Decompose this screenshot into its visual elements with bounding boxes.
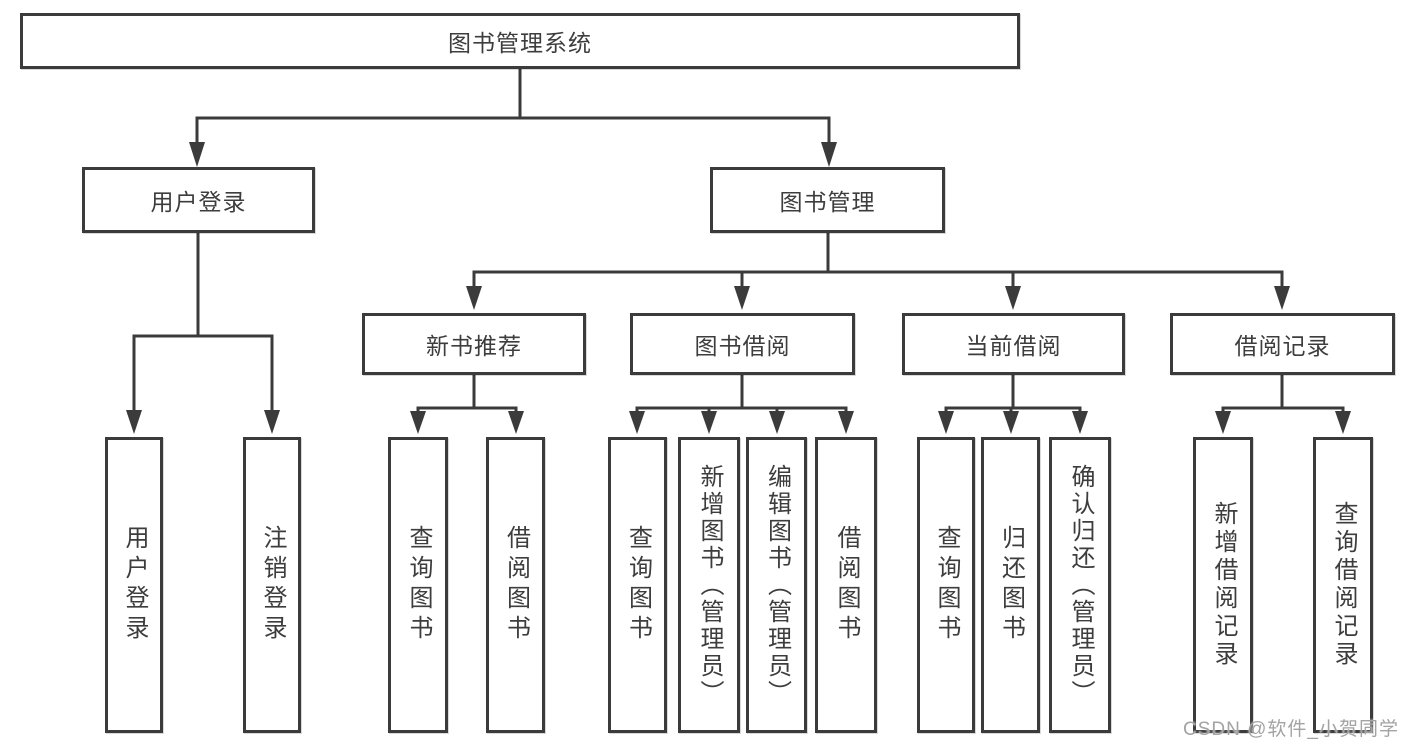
leaf-borrow-books: 借阅图书	[815, 437, 877, 733]
leaf-return-books: 归还图书	[981, 437, 1040, 733]
leaf-user-login: 用户登录	[105, 437, 163, 733]
node-borrow-records: 借阅记录	[1170, 313, 1395, 375]
node-new-book-recommend: 新书推荐	[362, 313, 586, 375]
node-root-library-system: 图书管理系统	[20, 13, 1020, 69]
node-book-management-branch: 图书管理	[710, 167, 945, 233]
leaf-query-books-recommend: 查询图书	[388, 437, 448, 733]
node-user-login-branch: 用户登录	[82, 167, 315, 233]
leaf-add-borrow-record: 新增借阅记录	[1193, 437, 1253, 733]
leaf-borrow-books-recommend: 借阅图书	[486, 437, 545, 733]
leaf-logout: 注销登录	[243, 437, 301, 733]
node-current-borrow: 当前借阅	[902, 313, 1125, 375]
leaf-edit-books-admin: 编辑图书（管理员）	[746, 437, 807, 733]
leaf-query-borrow-record: 查询借阅记录	[1313, 437, 1373, 733]
leaf-query-books-current: 查询图书	[917, 437, 975, 733]
leaf-query-books-borrow: 查询图书	[608, 437, 667, 733]
node-book-borrow: 图书借阅	[630, 313, 855, 375]
leaf-confirm-return-admin: 确认归还（管理员）	[1049, 437, 1111, 733]
csdn-watermark: CSDN @软件_小贺同学	[1183, 719, 1399, 740]
leaf-add-books-admin: 新增图书（管理员）	[678, 437, 740, 733]
